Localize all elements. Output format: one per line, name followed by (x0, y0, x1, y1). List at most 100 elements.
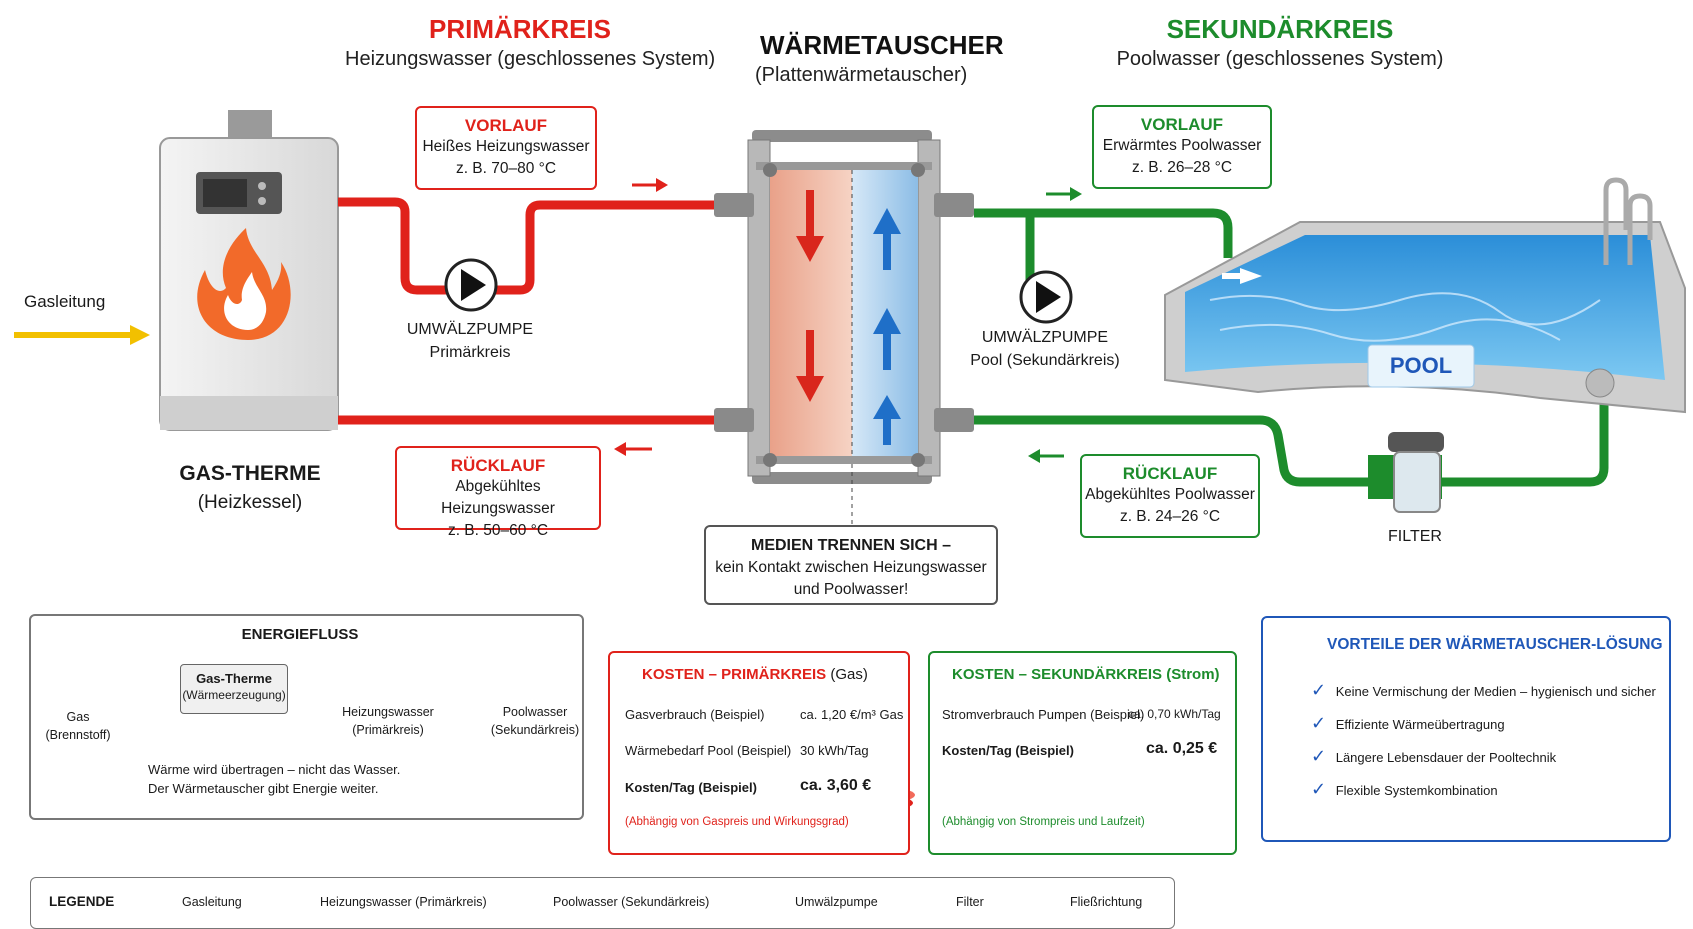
primary-supply-pipe (338, 197, 720, 295)
costs-primary-heading: KOSTEN – PRIMÄRKREIS (Gas) (642, 666, 868, 683)
secondary-return-temp: z. B. 24–26 °C (1119, 508, 1221, 525)
primary-supply-title: VORLAUF (464, 116, 548, 135)
advantage-item: ✓ Flexible Systemkombination (1311, 779, 1498, 800)
advantage-item-text: Keine Vermischung der Medien – hygienisc… (1335, 684, 1656, 699)
energy-heating-sub: (Primärkreis) (352, 723, 424, 737)
separation-line-2: kein Kontakt zwischen Heizungswasser (715, 559, 987, 576)
filter-label: FILTER (1388, 528, 1442, 545)
advantage-item-text: Effiziente Wärmeübertragung (1335, 717, 1505, 732)
costs-primary-row-1-value: ca. 1,20 €/m³ Gas (800, 707, 904, 722)
energy-flow-panel (29, 614, 584, 820)
legend-pump-label: Umwälzpumpe (795, 895, 878, 909)
secondary-supply-title: VORLAUF (1140, 115, 1224, 134)
checkmark-icon: ✓ (1311, 713, 1327, 733)
secondary-return-box: RÜCKLAUF Abgekühltes Poolwasser z. B. 24… (1080, 454, 1260, 538)
primary-pump-title: UMWÄLZPUMPE (406, 321, 534, 338)
pool-filter-illustration (1368, 432, 1444, 513)
costs-primary-note: (Abhängig von Gaspreis und Wirkungsgrad) (625, 816, 849, 828)
energy-note-1: Wärme wird übertragen – nicht das Wasser… (148, 762, 401, 777)
pool-illustration (1164, 177, 1686, 414)
boiler-subtitle: (Heizkessel) (197, 492, 303, 513)
heat-exchanger-title: WÄRMETAUSCHER (760, 30, 1004, 60)
secondary-circuit-title: SEKUNDÄRKREIS (1166, 14, 1394, 44)
advantages-panel (1261, 616, 1671, 842)
secondary-supply-desc: Erwärmtes Poolwasser (1102, 137, 1262, 154)
costs-primary-title-suffix: (Gas) (830, 666, 868, 683)
legend-panel (30, 877, 1175, 929)
costs-primary-panel (608, 651, 910, 855)
primary-return-temp: z. B. 50–60 °C (447, 522, 549, 539)
legend-filter-label: Filter (956, 895, 984, 909)
legend-title: LEGENDE (49, 894, 115, 909)
media-separation-box: MEDIEN TRENNEN SICH – kein Kontakt zwisc… (704, 525, 998, 605)
legend-pool-label: Poolwasser (Sekundärkreis) (553, 895, 710, 909)
energy-pool-sub: (Sekundärkreis) (490, 723, 580, 737)
costs-secondary-row-2-label: Kosten/Tag (Beispiel) (942, 743, 1074, 758)
checkmark-icon: ✓ (1311, 680, 1327, 700)
secondary-return-flow-arrow (1028, 449, 1064, 463)
boiler-title: GAS-THERME (179, 462, 321, 485)
advantage-item-text: Längere Lebensdauer der Pooltechnik (1335, 750, 1557, 765)
primary-return-desc: Abgekühltes Heizungswasser (441, 478, 555, 517)
advantage-item: ✓ Effiziente Wärmeübertragung (1311, 713, 1505, 734)
energy-therme-label: Gas-Therme (196, 671, 272, 686)
pool-label: POOL (1389, 353, 1453, 378)
secondary-supply-flow-arrow (1046, 187, 1082, 201)
secondary-return-pipe (974, 395, 1609, 487)
heat-exchanger-subtitle: (Plattenwärmetauscher) (755, 64, 968, 86)
costs-secondary-panel (928, 651, 1237, 855)
energy-note-2: Der Wärmetauscher gibt Energie weiter. (148, 781, 379, 796)
gas-boiler-illustration (159, 110, 339, 431)
legend-gas-label: Gasleitung (182, 895, 242, 909)
costs-secondary-title: KOSTEN – SEKUNDÄRKREIS (Strom) (952, 666, 1220, 683)
primary-supply-flow-arrow (632, 178, 668, 192)
checkmark-icon: ✓ (1311, 779, 1327, 799)
gas-flow-arrow (130, 325, 150, 345)
primary-circuit-subtitle: Heizungswasser (geschlossenes System) (345, 48, 716, 70)
secondary-return-title: RÜCKLAUF (1122, 464, 1218, 483)
costs-primary-title: KOSTEN – PRIMÄRKREIS (642, 666, 827, 683)
primary-return-title: RÜCKLAUF (450, 456, 546, 475)
primary-supply-temp: z. B. 70–80 °C (455, 160, 557, 177)
secondary-supply-pipe (974, 208, 1233, 290)
separation-line-1: MEDIEN TRENNEN SICH – (750, 537, 952, 554)
secondary-supply-temp: z. B. 26–28 °C (1131, 159, 1233, 176)
gas-line-label: Gasleitung (24, 292, 106, 311)
advantage-item: ✓ Keine Vermischung der Medien – hygieni… (1311, 680, 1656, 701)
legend-heating-label: Heizungswasser (Primärkreis) (320, 895, 487, 909)
primary-circuit-title: PRIMÄRKREIS (428, 14, 611, 44)
primary-supply-desc: Heißes Heizungswasser (422, 138, 590, 155)
costs-primary-row-2-label: Wärmebedarf Pool (Beispiel) (625, 743, 792, 758)
costs-secondary-row-1-label: Stromverbrauch Pumpen (Beispiel) (942, 707, 1145, 722)
energy-heating-label: Heizungswasser (342, 705, 434, 719)
costs-primary-row-3-label: Kosten/Tag (Beispiel) (625, 780, 757, 795)
primary-supply-box: VORLAUF Heißes Heizungswasser z. B. 70–8… (415, 106, 597, 190)
costs-primary-row-1-label: Gasverbrauch (Beispiel) (625, 707, 765, 722)
advantage-item-text: Flexible Systemkombination (1335, 783, 1498, 798)
energy-pool-label: Poolwasser (502, 705, 568, 719)
primary-return-flow-arrow (614, 442, 652, 456)
secondary-supply-box: VORLAUF Erwärmtes Poolwasser z. B. 26–28… (1092, 105, 1272, 189)
primary-return-box: RÜCKLAUF Abgekühltes Heizungswasser z. B… (395, 446, 601, 539)
costs-secondary-note: (Abhängig von Strompreis und Laufzeit) (942, 816, 1145, 828)
primary-pump-symbol (444, 258, 498, 312)
costs-primary-row-3-value: ca. 3,60 € (800, 777, 872, 794)
secondary-circuit-subtitle: Poolwasser (geschlossenes System) (1116, 48, 1444, 70)
costs-secondary-row-1-value: ca. 0,70 kWh/Tag (1128, 707, 1221, 721)
energy-gas-label: Gas (66, 710, 90, 724)
secondary-pump-title: UMWÄLZPUMPE (981, 329, 1109, 346)
advantages-title: VORTEILE DER WÄRMETAUSCHER-LÖSUNG (1327, 636, 1663, 653)
costs-primary-row-2-value: 30 kWh/Tag (800, 743, 869, 758)
costs-secondary-row-2-value: ca. 0,25 € (1146, 740, 1218, 757)
advantage-item: ✓ Längere Lebensdauer der Pooltechnik (1311, 746, 1556, 767)
energy-gas-sub: (Brennstoff) (45, 728, 111, 742)
secondary-return-desc: Abgekühltes Poolwasser (1085, 486, 1255, 503)
separation-line-3: und Poolwasser! (793, 581, 909, 598)
secondary-pump-subtitle: Pool (Sekundärkreis) (970, 352, 1120, 369)
legend-flow-label: Fließrichtung (1070, 895, 1143, 909)
secondary-pump-symbol (1019, 270, 1073, 324)
heat-exchanger-illustration (714, 130, 974, 530)
energy-therme-box: Gas-Therme (Wärmeerzeugung) (180, 664, 288, 714)
energy-flow-title: ENERGIEFLUSS (241, 626, 359, 643)
energy-therme-sub: (Wärmeerzeugung) (182, 688, 286, 702)
